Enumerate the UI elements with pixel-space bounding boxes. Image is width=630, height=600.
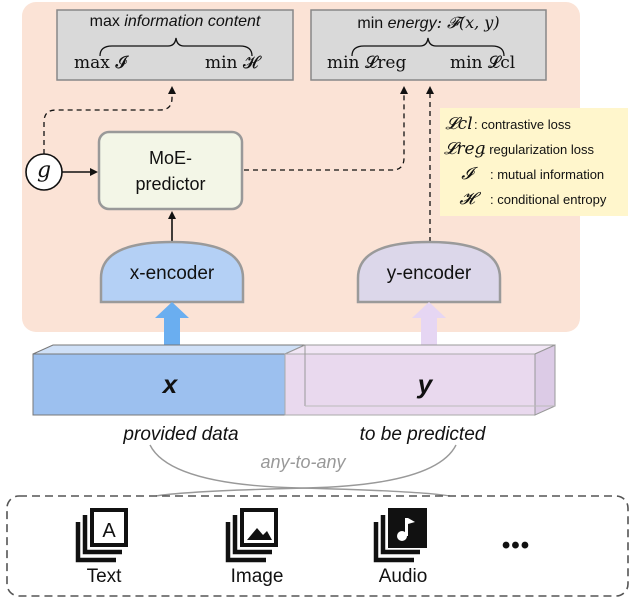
legend-conditional-entropy-text: : conditional entropy: [490, 191, 607, 207]
any-to-any-curve-right: [155, 444, 457, 497]
legend-conditional-entropy-symbol: 𝓗: [459, 189, 475, 209]
min-contrastive-term: min 𝓛cl: [450, 53, 516, 73]
legend-regularization-text: : regularization loss: [482, 141, 594, 157]
information-content-box: [56, 9, 294, 81]
moe-predictor-label: MoE- predictor: [99, 145, 242, 197]
to-be-predicted-label: to be predicted: [359, 424, 486, 445]
y-block-side: [534, 344, 556, 416]
svg-text:A: A: [102, 520, 116, 542]
y-encoder-label: y-encoder: [386, 263, 472, 284]
text-modality-label: Text: [86, 566, 122, 587]
legend-conditional-entropy: 𝓗 : conditional entropy: [444, 188, 606, 210]
any-to-any-label: any-to-any: [260, 452, 346, 472]
legend-contrastive-text: : contrastive loss: [474, 116, 571, 132]
y-data-block: [284, 353, 536, 416]
min-entropy-term: min 𝓗: [205, 53, 259, 73]
legend-mutual-information-symbol: 𝓘: [461, 164, 473, 184]
moe-predictor-box: [97, 130, 244, 211]
y-variable-label: y: [417, 369, 433, 399]
x-data-block: [32, 353, 286, 416]
x-variable-label: x: [162, 369, 178, 399]
legend-contrastive: 𝓛cl : contrastive loss: [444, 113, 571, 135]
information-emphasis: information content: [124, 13, 261, 30]
y-block-top: [284, 344, 556, 355]
min-regularization-term: min 𝓛reg: [327, 53, 407, 73]
predictor-line-1: MoE-: [148, 148, 192, 168]
text-modality-icon: A: [75, 508, 128, 563]
energy-header: min energy: 𝓕(x, y): [311, 13, 546, 33]
audio-modality-label: Audio: [378, 566, 428, 587]
legend-regularization-symbol: 𝓛reg: [444, 139, 486, 159]
x-encoder-label: x-encoder: [129, 263, 215, 284]
legend-box: [440, 108, 628, 216]
provided-data-label: provided data: [123, 424, 239, 445]
x-input-arrow: [155, 302, 189, 350]
more-modalities-ellipsis: •••: [501, 532, 531, 559]
g-to-information-arrow: [43, 86, 176, 154]
energy-brace: [351, 37, 505, 57]
energy-box: [310, 9, 547, 81]
audio-modality-icon: [373, 508, 427, 563]
information-brace: [99, 37, 253, 57]
legend-regularization: 𝓛reg : regularization loss: [444, 138, 594, 160]
y-input-arrow: [412, 302, 446, 350]
legend-mutual-information-text: : mutual information: [490, 166, 605, 182]
x-encoder-shape: [99, 240, 245, 304]
modalities-box: [6, 495, 629, 597]
g-node-label: g: [36, 158, 52, 183]
energy-emphasis: energy: [387, 15, 437, 32]
max-mutual-information-term: max 𝓘: [74, 53, 127, 73]
predictor-to-energy-arrow: [244, 86, 408, 171]
y-encoder-shape: [356, 240, 502, 304]
image-modality-label: Image: [230, 566, 284, 587]
information-prefix: max: [89, 13, 120, 30]
x-block-top: [32, 344, 306, 355]
legend-contrastive-symbol: 𝓛cl: [445, 114, 473, 134]
energy-prefix: min: [357, 15, 384, 32]
image-modality-icon: [225, 508, 278, 563]
legend-mutual-information: 𝓘 : mutual information: [444, 163, 604, 185]
information-header: max information content: [57, 13, 293, 31]
energy-formula: : 𝓕(x, y): [436, 13, 500, 32]
predictor-line-2: predictor: [135, 174, 206, 194]
